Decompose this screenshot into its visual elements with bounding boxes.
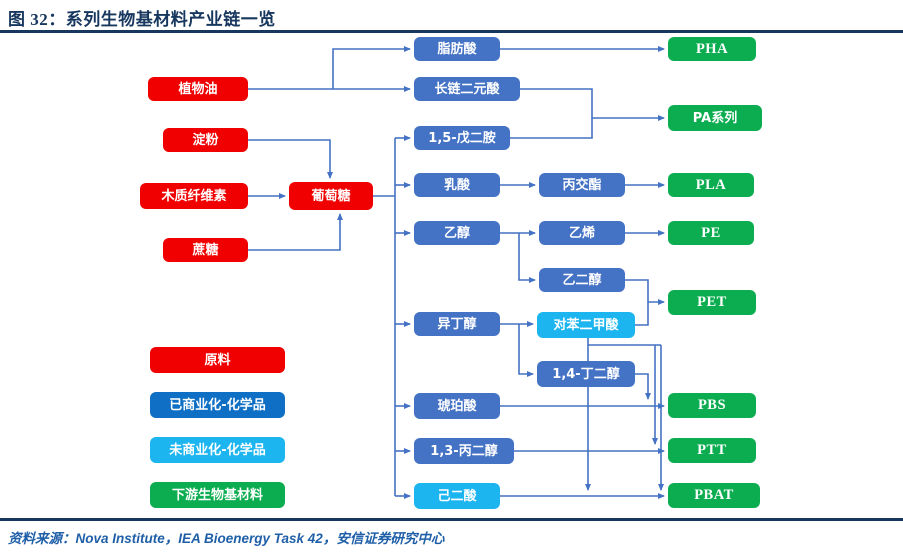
node-zhetang: 蔗糖 (163, 238, 248, 262)
edge-yichun-yierchun (518, 233, 536, 283)
edge-zhiwuyou-zhifangsuan (332, 46, 411, 89)
node-legend-downstream: 下游生物基材料 (150, 482, 285, 508)
edge-wuerjian-pa-merge (510, 118, 593, 139)
source-note: 资料来源：Nova Institute，IEA Bioenergy Task 4… (8, 531, 445, 546)
node-legend-raw: 原料 (150, 347, 285, 373)
node-pla: PLA (668, 173, 754, 197)
node-zhiwuyou: 植物油 (148, 77, 248, 101)
figure-title: 图 32：系列生物基材料产业链一览 (8, 10, 276, 29)
node-jiersuan: 己二酸 (414, 483, 500, 509)
node-pet: PET (668, 290, 756, 315)
node-legend-noncommercialized: 未商业化-化学品 (150, 437, 285, 463)
node-rusuan: 乳酸 (414, 173, 500, 197)
node-yichun: 乙醇 (414, 221, 500, 245)
node-yidingchun: 异丁醇 (414, 312, 500, 336)
edge-yidingchun-bdo (518, 324, 534, 377)
edge-changlian-pa (520, 88, 665, 121)
title-rule (0, 30, 903, 33)
node-muzhixianweisu: 木质纤维素 (140, 183, 248, 209)
node-pbat: PBAT (668, 483, 760, 508)
node-dingerchun: 1,4-丁二醇 (537, 361, 635, 387)
footer-rule (0, 518, 903, 521)
node-pha: PHA (668, 37, 756, 61)
node-ptt: PTT (668, 438, 756, 463)
node-yierchun: 乙二醇 (539, 268, 625, 292)
node-legend-commercialized: 已商业化-化学品 (150, 392, 285, 418)
node-duibenerjiasuan: 对苯二甲酸 (537, 312, 635, 338)
edge-zhetang-putaotang (248, 213, 343, 251)
node-pa-series: PA系列 (668, 105, 762, 131)
node-hupousuan: 琥珀酸 (414, 393, 500, 419)
node-pe: PE (668, 221, 754, 245)
node-pbs: PBS (668, 393, 756, 418)
node-yixi: 乙烯 (539, 221, 625, 245)
node-wuerjian: 1,5-戊二胺 (414, 126, 510, 150)
edge-pta-pet-merge (635, 302, 649, 326)
edge-bdo-pbs (635, 373, 651, 400)
node-zhifangsuan: 脂肪酸 (414, 37, 500, 61)
node-bingjiaozhi: 丙交酯 (539, 173, 625, 197)
node-bingerchun: 1,3-丙二醇 (414, 438, 514, 464)
node-changlianeryuansuan: 长链二元酸 (414, 77, 520, 101)
node-dianfen: 淀粉 (163, 128, 248, 152)
edge-dianfen-putaotang (248, 139, 333, 179)
edge-yierchun-pet (625, 279, 665, 305)
node-putaotang: 葡萄糖 (289, 182, 373, 210)
